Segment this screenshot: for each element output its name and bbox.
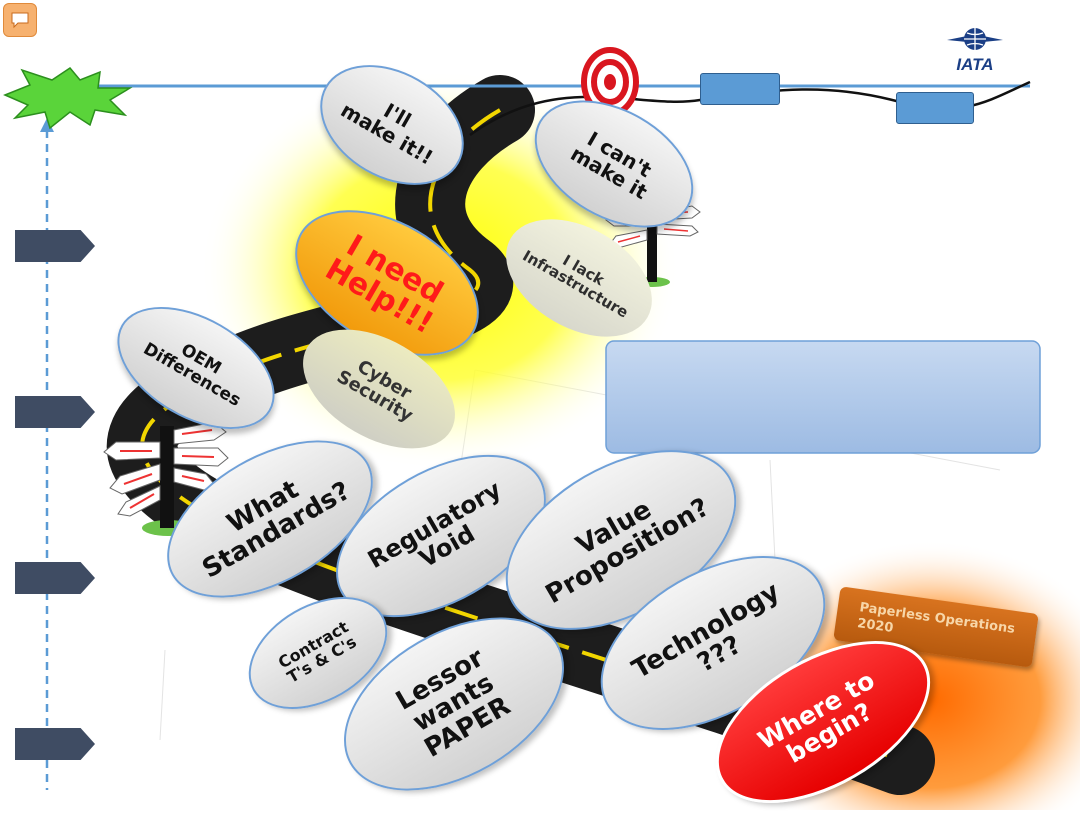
iata-logo: IATA	[940, 26, 1010, 76]
blue-box-2	[896, 92, 974, 124]
chevron-3	[15, 562, 95, 594]
chevron-2	[15, 396, 95, 428]
iata-text: IATA	[956, 55, 994, 74]
burst-icon	[3, 67, 133, 130]
slide: IATA	[3, 3, 1080, 836]
info-box	[605, 340, 1041, 454]
blue-box-1	[700, 73, 780, 105]
iata-globe-icon	[947, 28, 1003, 50]
comment-icon[interactable]	[3, 3, 37, 37]
chevron-4	[15, 728, 95, 760]
target-icon	[581, 47, 639, 117]
chevron-1	[15, 230, 95, 262]
